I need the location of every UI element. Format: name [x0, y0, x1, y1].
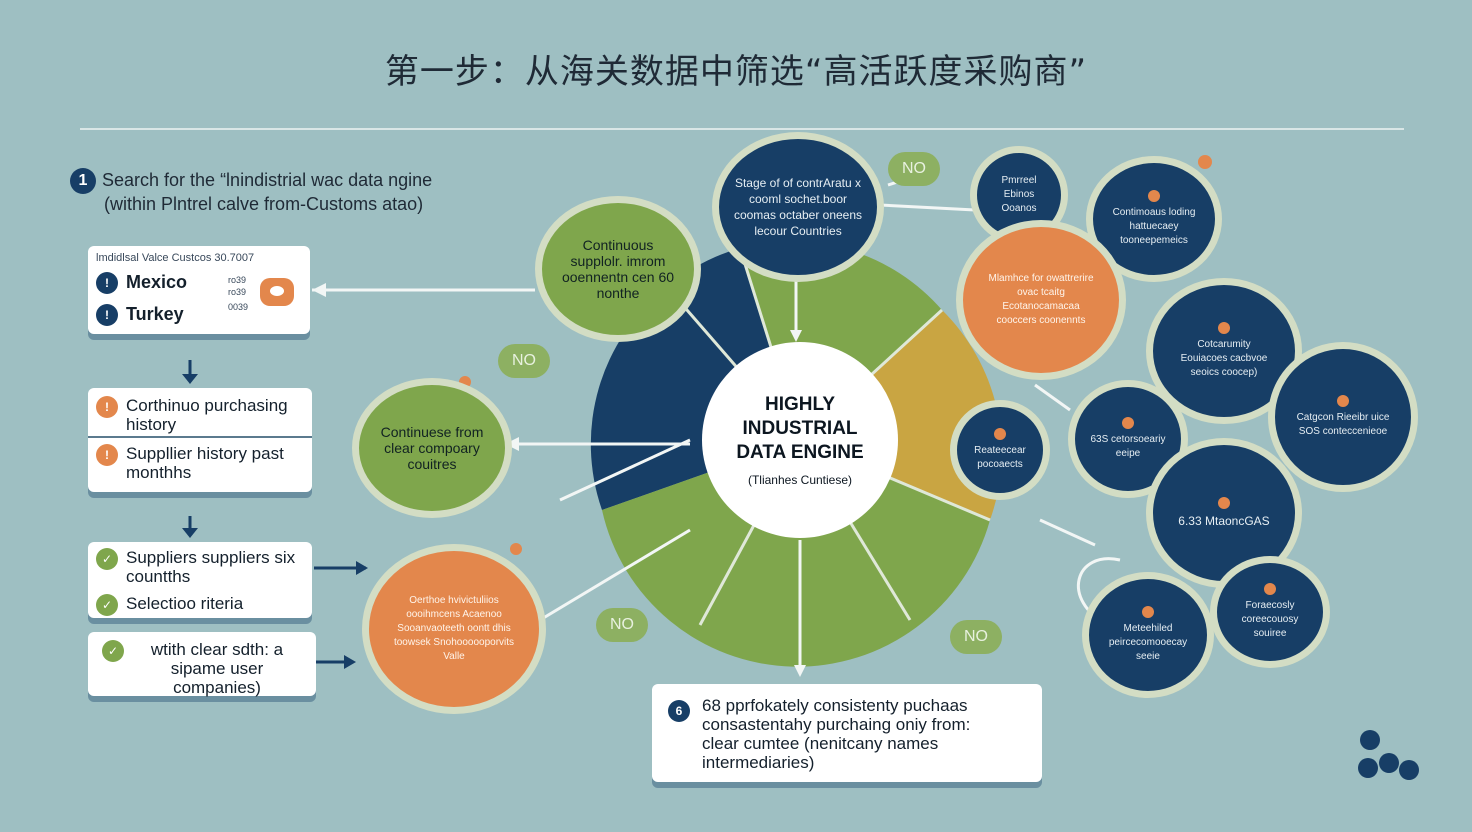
bullet-icon: !: [96, 272, 118, 294]
criteria-label: Suppliers suppliers six countths: [126, 548, 296, 586]
hub-title: HIGHLY INDUSTRIAL DATA ENGINE: [736, 394, 864, 463]
page-title: 第一步：从海关数据中筛选“高活跃度采购商”: [384, 52, 1088, 92]
circle-clear-companies: Continuese from clear compoary couitres: [352, 378, 512, 518]
source-card-header: lmdidlsal Valce Custcos 30.7007: [96, 252, 255, 264]
source-code: ro39 ro39: [228, 275, 247, 297]
criteria-card-1: ! Corthinuo purchasing history ! Supplli…: [88, 388, 312, 492]
data-engine-hub: HIGHLY INDUSTRIAL DATA ENGINE (Tlianhes …: [702, 342, 898, 538]
orange-dot-icon: [1218, 497, 1230, 509]
title-divider: [80, 128, 1404, 130]
card-divider: [88, 436, 312, 438]
orange-dot-icon: [1264, 583, 1276, 595]
bullet-icon: ✓: [102, 640, 124, 662]
summary-card: 6 68 pprfokately consistenty puchaas con…: [652, 684, 1042, 782]
pie-segment-green-bottom: [602, 440, 990, 667]
circle-text: Foraecosly coreecouosy souiree: [1241, 600, 1299, 639]
circle-text: 63S cetorsoeariy eeipe: [1090, 434, 1166, 459]
circle-r-navy4: Reateecear pocoaects: [950, 400, 1050, 500]
circle-text: Contimoaus loding hattuecaey tooneepemei…: [1112, 207, 1196, 246]
circle-text: Pmrreel Ebinos Ooanos: [1001, 175, 1037, 214]
source-row-turkey: ! Turkey: [96, 304, 184, 326]
orange-dot-icon: [1337, 395, 1349, 407]
source-code: 0039: [228, 302, 249, 312]
step-number-badge: 1: [70, 168, 96, 194]
circle-text: Mlamhce for owattrerire ovac tcaitg Ecot…: [988, 273, 1094, 326]
no-badge: NO: [950, 620, 1002, 654]
circle-text: Cotcarumity Eouiacoes cacbvoe seoics coo…: [1180, 339, 1268, 378]
circle-value: Oerthoe hvivictuliios oooihmcens Acaenoo…: [362, 544, 546, 714]
circle-text: 6.33 MtaoncGAS: [1178, 514, 1270, 528]
bullet-icon: ✓: [96, 594, 118, 616]
orange-dot-icon: [1142, 606, 1154, 618]
criteria-label: wtith clear sdth: a sipame user companie…: [150, 640, 284, 697]
criteria-label: Corthinuo purchasing history: [126, 396, 288, 434]
circle-text: Catgcon Rieeibr uice SOS conteccenieoe: [1296, 412, 1390, 437]
summary-line-2: consastentahy purchaing oniy from:: [702, 715, 971, 734]
circle-r-orange: Mlamhce for owattrerire ovac tcaitg Ecot…: [956, 220, 1126, 380]
circle-stage-countries: Stage of of contrAratu x cooml sochet.bo…: [712, 132, 884, 282]
bullet-icon: !: [96, 396, 118, 418]
country-label: Mexico: [126, 272, 188, 292]
summary-line-1: 68 pprfokately consistenty puchaas: [702, 696, 968, 715]
no-badge: NO: [888, 152, 940, 186]
pie-segment-mustard: [800, 310, 1002, 520]
no-badge: NO: [498, 344, 550, 378]
summary-line-4: intermediaries): [702, 753, 815, 772]
circle-text: Continuese from clear compoary couitres: [380, 424, 484, 472]
source-row-mexico: ! Mexico: [96, 272, 187, 294]
circle-text: Oerthoe hvivictuliios oooihmcens Acaenoo…: [393, 595, 515, 662]
criteria-label: Selectioo riteria: [126, 594, 244, 613]
step-line-1: Search for the “lnindistrial wac data ng…: [102, 169, 433, 190]
summary-number-badge: 6: [668, 700, 690, 722]
circle-r-navy3: Catgcon Rieeibr uice SOS conteccenieoe: [1268, 342, 1418, 492]
bullet-icon: !: [96, 444, 118, 466]
no-badge: NO: [596, 608, 648, 642]
criteria-card-2: ✓ Suppliers suppliers six countths ✓ Sel…: [88, 542, 312, 618]
orange-dot-icon: [994, 428, 1006, 440]
bullet-icon: ✓: [96, 548, 118, 570]
circle-text: Reateecear pocoaects: [974, 445, 1026, 470]
orange-dot-icon: [1122, 417, 1134, 429]
summary-line-3: clear cumtee (nenitcany names: [702, 734, 939, 753]
country-label: Turkey: [126, 304, 184, 324]
step-header: 1 Search for the “lnindistrial wac data n…: [70, 168, 432, 215]
circle-r-navy8: Foraecosly coreecouosy souiree: [1210, 556, 1330, 668]
circle-continuous-supply: Continuous supplolr. imrom ooennentn cen…: [535, 196, 701, 342]
step-line-2: (within Plntrel calve from-Customs atao): [104, 194, 424, 214]
hub-subtitle: (Tlianhes Cuntiese): [747, 473, 853, 487]
circle-text: Continuous supplolr. imrom ooennentn cen…: [561, 237, 675, 301]
orange-dot-icon: [1148, 190, 1160, 202]
bullet-icon: !: [96, 304, 118, 326]
criteria-label: Suppllier history past monthhs: [126, 444, 284, 482]
circle-text: Stage of of contrAratu x cooml sochet.bo…: [733, 176, 863, 238]
circle-text: Meteehiled peircecomooecay seeie: [1108, 623, 1188, 662]
orange-badge-icon: [260, 278, 294, 306]
customs-source-card: lmdidlsal Valce Custcos 30.7007 ! Mexico…: [88, 246, 310, 334]
criteria-card-3: ✓ wtith clear sdth: a sipame user compan…: [88, 632, 316, 697]
summary-text: 68 pprfokately consistenty puchaas consa…: [702, 696, 1032, 772]
circle-r-navy7: Meteehiled peircecomooecay seeie: [1082, 572, 1214, 698]
orange-dot-icon: [1218, 322, 1230, 334]
